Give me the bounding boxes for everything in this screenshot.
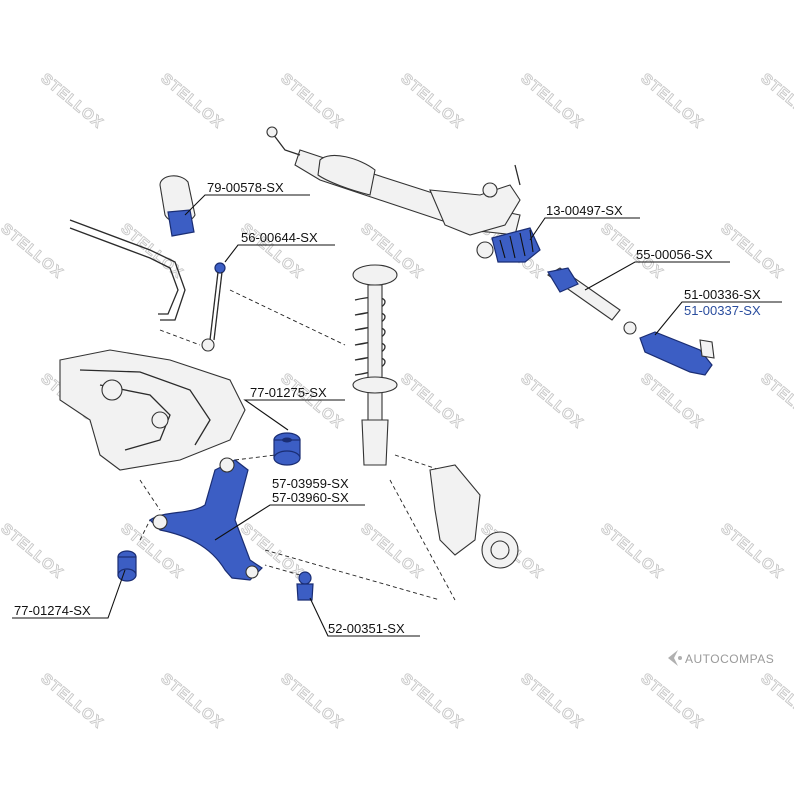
watermark-text: STELLOX — [597, 520, 666, 582]
label-steering-boot: 13-00497-SX — [546, 203, 623, 218]
watermark-text: STELLOX — [757, 370, 794, 432]
label-tie-rod-end-left: 51-00336-SX — [684, 287, 761, 302]
watermark-text: STELLOX — [277, 670, 346, 732]
label-subframe-mount: 77-01275-SX — [250, 385, 327, 400]
watermark-text: STELLOX — [0, 520, 67, 582]
watermark-text: STELLOX — [37, 670, 106, 732]
steering-rack — [266, 126, 521, 259]
watermark-text: STELLOX — [637, 70, 706, 132]
lower-control-arm — [149, 457, 263, 581]
label-inner-tie-rod: 55-00056-SX — [636, 247, 713, 262]
part-labels: 79-00578-SX 56-00644-SX 13-00497-SX 55-0… — [14, 180, 761, 636]
watermark-text: STELLOX — [157, 670, 226, 732]
watermark-text: STELLOX — [37, 70, 106, 132]
label-ball-joint: 52-00351-SX — [328, 621, 405, 636]
watermark-text: STELLOX — [517, 670, 586, 732]
watermark-text: STELLOX — [717, 520, 786, 582]
brand-logo: AUTOCOMPAS — [668, 650, 774, 666]
brand-text: AUTOCOMPAS — [685, 652, 774, 666]
watermark-text: STELLOX — [277, 70, 346, 132]
watermark-text: STELLOX — [157, 70, 226, 132]
steering-boot — [491, 227, 541, 263]
label-control-arm-left: 57-03959-SX — [272, 476, 349, 491]
assembly-lines — [139, 289, 456, 601]
watermark-text: STELLOX — [0, 220, 67, 282]
label-arm-bushing: 77-01274-SX — [14, 603, 91, 618]
subframe-mount — [273, 432, 301, 466]
subframe — [59, 349, 246, 471]
watermark-text: STELLOX — [357, 520, 426, 582]
tie-rod-end — [639, 331, 715, 376]
brand-icon — [668, 650, 682, 666]
stabilizer-link — [201, 262, 226, 352]
watermark-text: STELLOX — [277, 370, 346, 432]
stabilizer-bar — [69, 175, 196, 321]
watermark-text: STELLOX — [757, 70, 794, 132]
label-stabilizer-link: 56-00644-SX — [241, 230, 318, 245]
leader-lines — [12, 194, 782, 637]
ball-joint — [296, 571, 314, 601]
knuckle-hub — [429, 464, 519, 569]
label-tie-rod-end-right: 51-00337-SX — [684, 303, 761, 318]
watermark-text: STELLOX — [637, 670, 706, 732]
label-stabilizer-bushing: 79-00578-SX — [207, 180, 284, 195]
watermark-text: STELLOX — [397, 70, 466, 132]
watermark-text: STELLOX — [757, 670, 794, 732]
inner-tie-rod — [546, 267, 637, 335]
watermark-text: STELLOX — [517, 370, 586, 432]
arm-bushing — [117, 550, 137, 582]
watermark-text: STELLOX — [397, 670, 466, 732]
watermark-text: STELLOX — [397, 370, 466, 432]
watermark-text: STELLOX — [717, 220, 786, 282]
watermark-text: STELLOX — [517, 70, 586, 132]
label-control-arm-right: 57-03960-SX — [272, 490, 349, 505]
watermark-text: STELLOX — [637, 370, 706, 432]
strut-assembly — [352, 264, 398, 466]
